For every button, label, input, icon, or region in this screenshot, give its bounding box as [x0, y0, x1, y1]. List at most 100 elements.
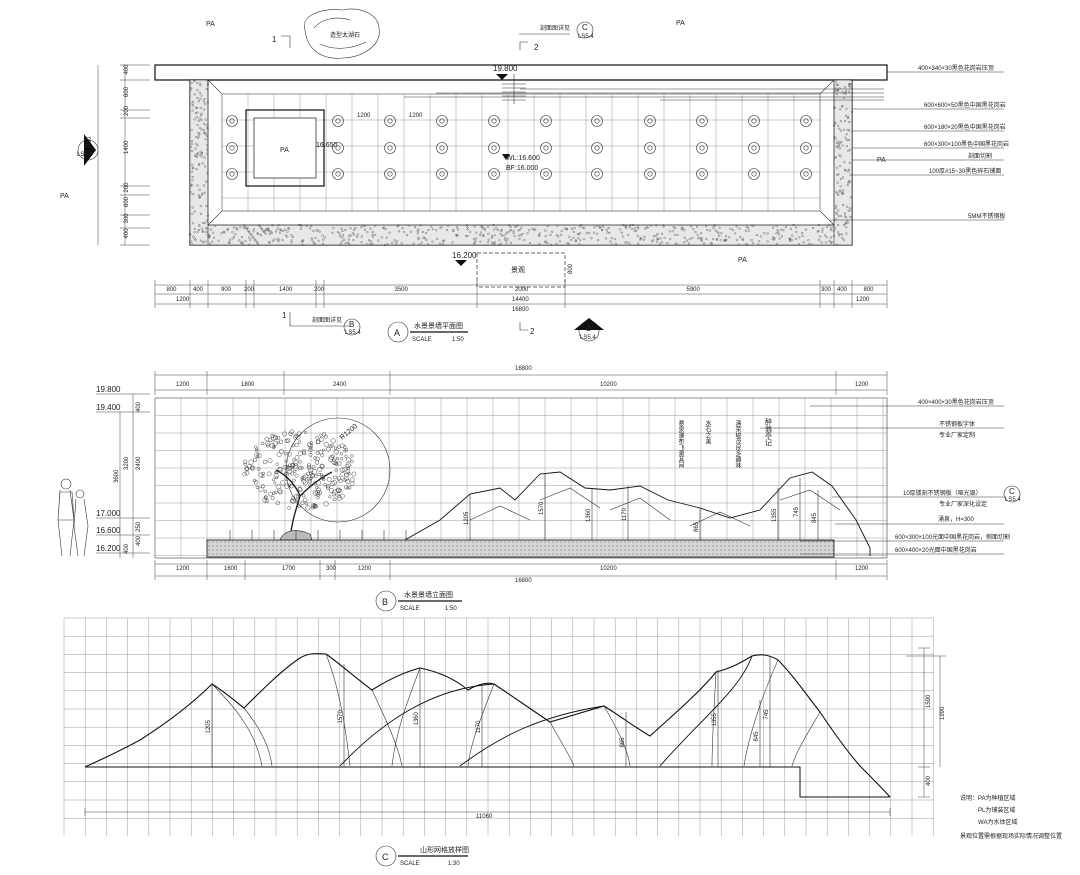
hatch-dot — [560, 545, 562, 547]
hatch-dot — [260, 549, 262, 551]
gravel-stone — [191, 184, 194, 187]
tree-foliage — [273, 473, 279, 479]
hatch-dot — [404, 549, 406, 551]
gravel-stone — [360, 235, 363, 238]
tree-foliage — [285, 465, 290, 469]
gravel-stone — [271, 224, 274, 227]
hatch-dot — [540, 553, 542, 555]
tree-foliage — [261, 474, 265, 479]
hatch-dot — [824, 549, 826, 551]
tree-foliage — [280, 480, 286, 486]
height-dim-text: 1355 — [772, 508, 778, 522]
gravel-stone — [391, 242, 394, 245]
elevation-view: 16800 1200 1800 2400 10200 1200 19.800 1… — [57, 366, 1021, 612]
hatch-dot — [380, 541, 382, 543]
height-dim-text: 1360 — [414, 711, 420, 725]
gravel-stone — [683, 229, 686, 232]
hatch-dot — [496, 553, 498, 555]
gravel-stone — [625, 226, 628, 230]
hatch-dot — [816, 549, 818, 551]
hatch-dot — [528, 553, 530, 555]
gravel-stone — [716, 230, 719, 233]
gravel-stone — [526, 232, 529, 235]
gravel-stone — [276, 238, 279, 241]
gravel-stone — [576, 232, 579, 235]
gravel-stone — [473, 241, 476, 245]
dim-text: 800 — [864, 287, 875, 293]
hatch-dot — [556, 549, 558, 551]
tree-foliage — [323, 501, 329, 507]
hatch-dot — [776, 545, 778, 547]
tree-foliage — [282, 465, 288, 470]
gravel-stone — [662, 224, 665, 227]
gravel-stone — [850, 110, 854, 113]
mountain-back-ridges — [339, 655, 753, 767]
gravel-stone — [840, 233, 844, 236]
tree-foliage — [287, 506, 291, 510]
section-mark: 1 — [282, 311, 287, 320]
gravel-stone — [830, 227, 833, 230]
hatch-dot — [704, 553, 706, 555]
gravel-stone — [207, 236, 210, 239]
hatch-dot — [380, 545, 382, 547]
gravel-stone — [622, 235, 625, 238]
hatch-dot — [796, 553, 798, 555]
gravel-stone — [846, 116, 850, 120]
gravel-stone — [613, 238, 616, 241]
dim-text: 16800 — [515, 578, 532, 584]
gravel-stone — [199, 84, 202, 87]
gravel-stone — [592, 231, 596, 234]
hatch-dot — [524, 541, 526, 543]
gravel-stone — [643, 227, 647, 230]
gravel-stone — [544, 229, 547, 232]
hatch-dot — [492, 541, 494, 543]
hatch-dot — [716, 541, 718, 543]
hatch-dot — [596, 541, 598, 543]
gravel-stone — [735, 238, 738, 241]
hatch-dot — [756, 541, 758, 543]
hatch-dot — [572, 545, 574, 547]
basin-elevation: 16.650 — [316, 142, 338, 149]
hatch-dot — [220, 545, 222, 547]
gravel-stone — [205, 226, 208, 230]
hatch-dot — [272, 545, 274, 547]
hatch-dot — [500, 553, 502, 555]
gravel-stone — [479, 231, 483, 234]
gravel-stone — [206, 228, 209, 231]
tree-foliage — [344, 485, 349, 490]
gravel-stone — [583, 238, 586, 241]
hatch-dot — [572, 553, 574, 555]
hatch-dot — [636, 541, 638, 543]
gravel-stone — [338, 232, 341, 235]
hatch-dot — [340, 545, 342, 547]
bubble-letter: A — [85, 141, 91, 150]
tree-foliage — [316, 480, 322, 486]
hatch-dot — [468, 541, 470, 543]
hatch-dot — [700, 541, 702, 543]
hatch-dot — [628, 549, 630, 551]
hatch-dot — [360, 545, 362, 547]
hatch-dot — [660, 549, 662, 551]
gravel-stone — [197, 135, 200, 138]
gravel-stone — [475, 237, 478, 240]
hatch-dot — [340, 553, 342, 555]
gravel-stone — [455, 234, 458, 237]
detail-ref-b: 剖面图详见 — [312, 316, 342, 324]
hatch-dot — [824, 541, 826, 543]
callout-leaders — [830, 71, 1004, 221]
hatch-dot — [680, 545, 682, 547]
bubble-letter: C — [1009, 487, 1015, 496]
tree-foliage — [308, 467, 314, 473]
hatch-dot — [756, 549, 758, 551]
gravel-stone — [492, 228, 495, 231]
gravel-stone — [755, 234, 759, 237]
gravel-stone — [200, 112, 203, 115]
tree-foliage — [275, 462, 279, 466]
gravel-stone — [498, 239, 501, 242]
hatch-dot — [320, 545, 322, 547]
hatch-dot — [640, 549, 642, 551]
dim-text: 1400 — [124, 140, 130, 154]
fountain-nozzle — [644, 115, 656, 127]
gravel-stone — [482, 234, 485, 238]
gravel-stone — [848, 207, 851, 210]
